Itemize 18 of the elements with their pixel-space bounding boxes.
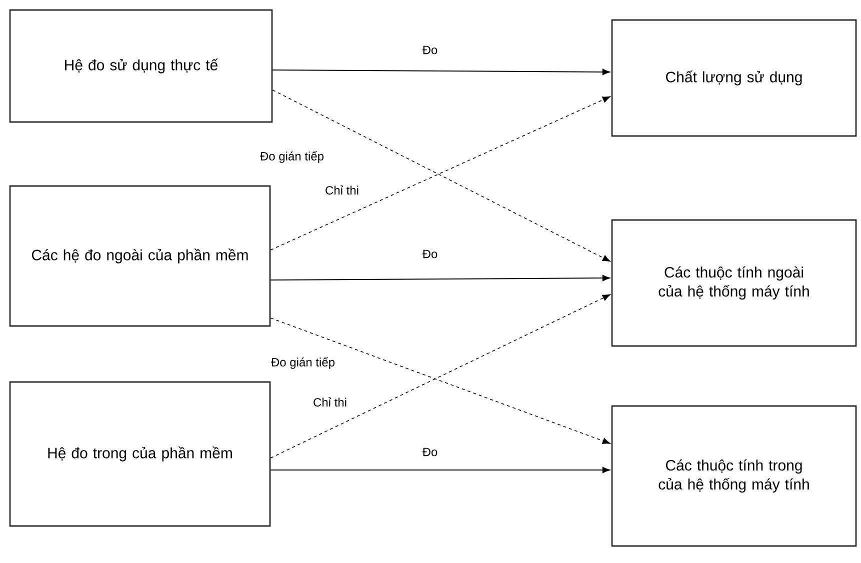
arrow	[270, 318, 610, 444]
edge-label: Đo gián tiếp	[258, 150, 326, 164]
text-box: Hệ đo trong của phần mềm	[9, 381, 271, 527]
edge-label: Đo	[420, 248, 440, 260]
text-box: Chất lượng sử dụng	[611, 19, 857, 137]
text-box: Các hệ đo ngoài của phần mềm	[9, 185, 271, 327]
edge-label: Đo	[420, 446, 440, 458]
arrow	[270, 294, 610, 458]
arrow	[270, 274, 610, 282]
edge-label: Chỉ thi	[324, 184, 361, 196]
arrow	[272, 68, 610, 76]
edge-label: Chỉ thi	[312, 396, 349, 408]
edge-label: Đo	[420, 44, 440, 56]
text-box: Hệ đo sử dụng thực tế	[9, 9, 273, 123]
arrow	[270, 466, 610, 474]
text-box: Các thuộc tính trong của hệ thống máy tính	[611, 405, 857, 547]
text-box: Các thuộc tính ngoài của hệ thống máy tính	[611, 219, 857, 347]
edge-label: Đo gián tiếp	[269, 356, 337, 370]
